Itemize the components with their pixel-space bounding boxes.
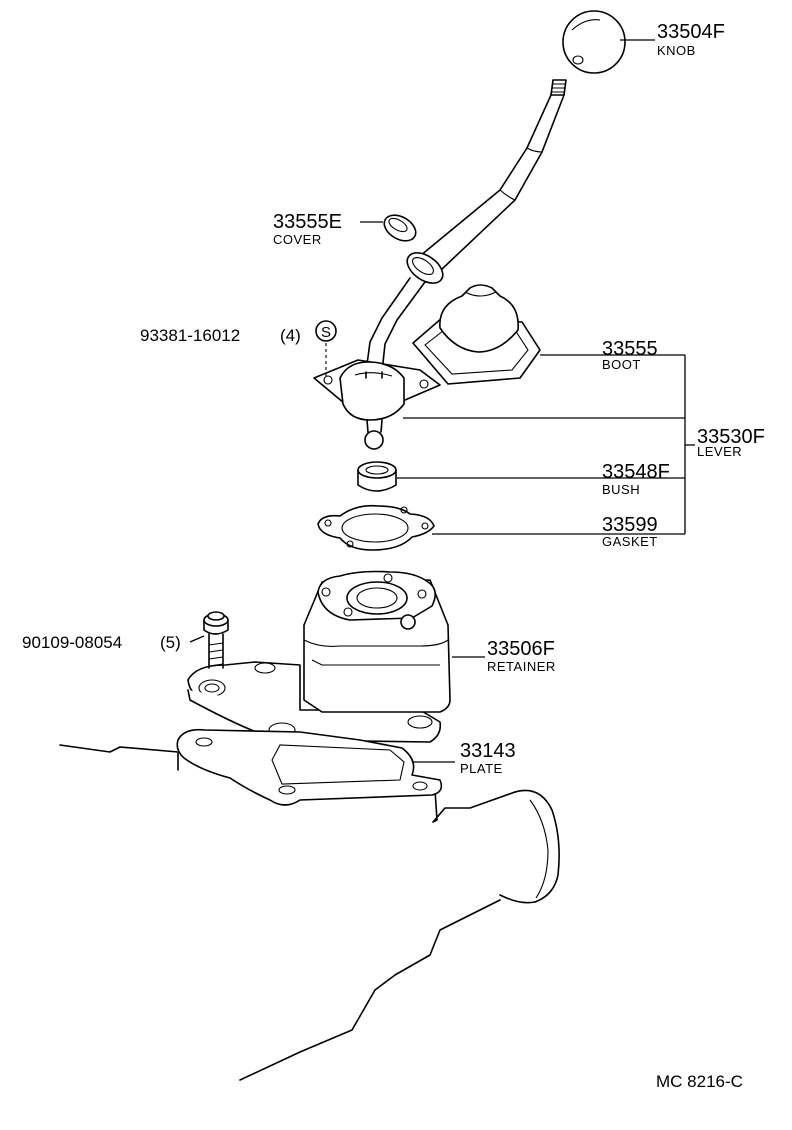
gasket-name: GASKET [602,534,658,549]
screw-symbol: S [315,320,337,376]
screw-symbol-letter: S [321,324,331,341]
part-labels: 33504F KNOB 33555E COVER 93381-16012 (4)… [22,21,765,1091]
lever-name: LEVER [697,444,742,459]
plate-icon [176,728,443,806]
screw-number: 93381-16012 [140,326,240,345]
plate-name: PLATE [460,761,503,776]
knob-icon [562,10,626,74]
lever-housing-icon [313,359,441,450]
leader-lines [189,39,695,763]
gasket-icon [317,504,435,551]
boot-number: 33555 [602,338,658,360]
lever-number: 33530F [697,426,765,448]
cover-icon [383,214,417,242]
bolt-icon [203,611,229,669]
knob-number: 33504F [657,21,725,43]
bush-name: BUSH [602,482,640,497]
plate-number: 33143 [460,740,516,762]
bolt-number: 90109-08054 [22,633,122,652]
retainer-icon [187,570,451,743]
bush-number: 33548F [602,461,670,483]
cover-name: COVER [273,232,322,247]
retainer-name: RETAINER [487,659,556,674]
bush-icon [357,461,397,492]
transmission-case-outline [59,744,560,1081]
boot-icon [412,284,541,385]
reference-code: MC 8216-C [656,1072,743,1091]
retainer-number: 33506F [487,638,555,660]
screw-qty: (4) [280,326,301,345]
cover-number: 33555E [273,211,342,233]
boot-name: BOOT [602,357,641,372]
knob-name: KNOB [657,43,696,58]
bolt-qty: (5) [160,633,181,652]
gasket-number: 33599 [602,514,658,536]
shift-lever-icon [365,79,567,373]
